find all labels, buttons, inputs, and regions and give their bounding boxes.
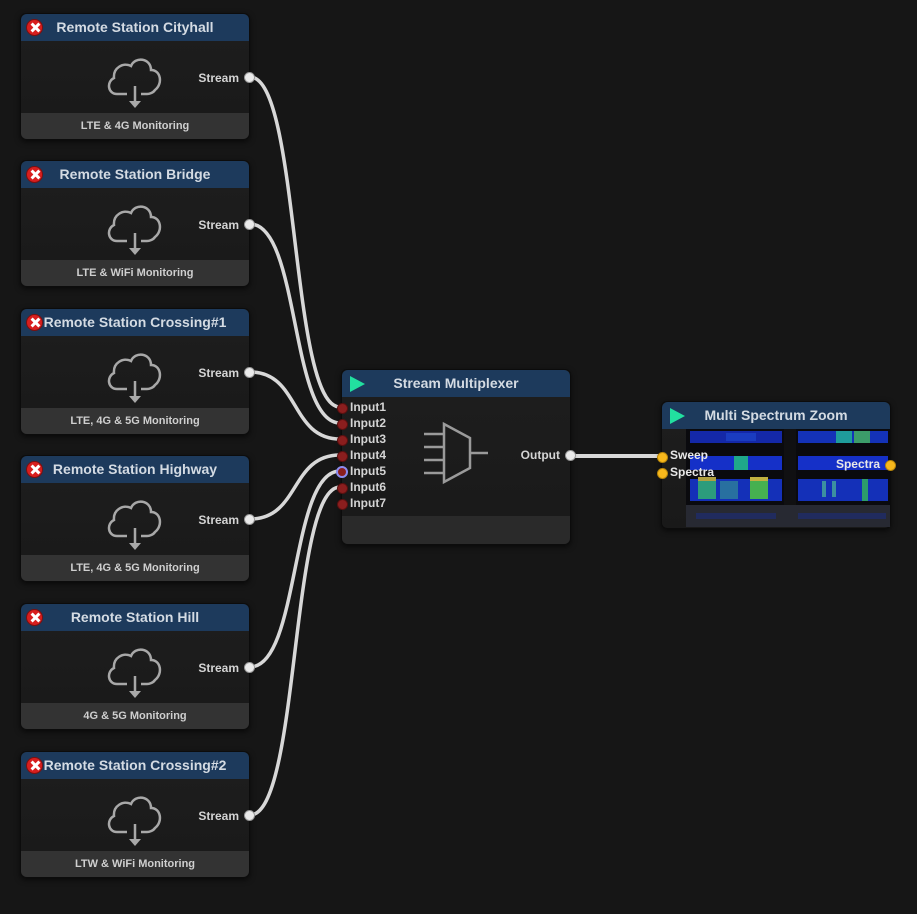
- output-port-stream[interactable]: [244, 367, 255, 378]
- node-title: Remote Station Bridge: [59, 166, 211, 182]
- node-header[interactable]: Remote Station Cityhall: [21, 14, 249, 41]
- input-label-spectra: Spectra: [670, 465, 715, 479]
- close-icon[interactable]: [26, 461, 43, 478]
- station-node-bridge[interactable]: Remote Station Bridge Stream LTE & WiFi …: [20, 160, 255, 287]
- input-port-5[interactable]: [336, 466, 348, 478]
- input-port-spectra[interactable]: [657, 468, 668, 479]
- wire-bridge-input2[interactable]: [249, 222, 341, 425]
- node-title: Remote Station Crossing#2: [43, 757, 227, 773]
- node-title: Remote Station Cityhall: [56, 19, 214, 35]
- input-port-1[interactable]: [337, 403, 348, 414]
- input-label-7: Input7: [350, 496, 386, 510]
- input-label-4: Input4: [350, 448, 386, 462]
- output-label-stream: Stream: [198, 71, 239, 85]
- input-label-1: Input1: [350, 400, 386, 414]
- node-header[interactable]: Multi Spectrum Zoom: [662, 402, 890, 429]
- node-title: Remote Station Highway: [52, 461, 218, 477]
- wire-cityhall-input1[interactable]: [249, 75, 341, 409]
- input-port-4[interactable]: [337, 451, 348, 462]
- node-footer: LTE & 4G Monitoring: [21, 113, 249, 139]
- station-node-hill[interactable]: Remote Station Hill Stream 4G & 5G Monit…: [20, 603, 255, 730]
- output-label-stream: Stream: [198, 661, 239, 675]
- station-node-crossing1[interactable]: Remote Station Crossing#1 Stream LTE, 4G…: [20, 308, 255, 435]
- station-node-crossing2[interactable]: Remote Station Crossing#2 Stream LTW & W…: [20, 751, 255, 878]
- node-footer: [342, 516, 570, 544]
- output-port-stream[interactable]: [244, 72, 255, 83]
- cloud-download-icon: [107, 205, 162, 255]
- node-header[interactable]: Remote Station Bridge: [21, 161, 249, 188]
- node-title: Stream Multiplexer: [393, 375, 519, 391]
- input-label-5: Input5: [350, 464, 386, 478]
- output-port-stream[interactable]: [244, 219, 255, 230]
- cloud-download-icon: [107, 353, 162, 403]
- node-header[interactable]: Remote Station Crossing#1: [21, 309, 249, 336]
- output-label: Output: [520, 448, 560, 462]
- node-footer: LTE, 4G & 5G Monitoring: [21, 408, 249, 434]
- input-port-3[interactable]: [337, 435, 348, 446]
- spectrum-preview-image: [686, 429, 890, 527]
- node-header[interactable]: Remote Station Hill: [21, 604, 249, 631]
- node-header[interactable]: Remote Station Crossing#2: [21, 752, 249, 779]
- output-port[interactable]: [565, 450, 576, 461]
- output-port-stream[interactable]: [244, 810, 255, 821]
- close-icon[interactable]: [26, 609, 43, 626]
- wire-crossing2-input6[interactable]: [249, 485, 341, 817]
- node-title: Multi Spectrum Zoom: [704, 407, 848, 423]
- output-label-stream: Stream: [198, 218, 239, 232]
- node-footer: 4G & 5G Monitoring: [21, 703, 249, 729]
- input-port-7[interactable]: [337, 499, 348, 510]
- wire-highway-input4[interactable]: [249, 453, 341, 521]
- cloud-download-icon: [107, 58, 162, 108]
- output-port-stream[interactable]: [244, 514, 255, 525]
- output-label-stream: Stream: [198, 513, 239, 527]
- node-header[interactable]: Stream Multiplexer: [342, 370, 570, 397]
- close-icon[interactable]: [26, 19, 43, 36]
- output-port-spectra[interactable]: [885, 460, 896, 471]
- play-icon[interactable]: [670, 408, 685, 424]
- output-label-stream: Stream: [198, 366, 239, 380]
- output-label-spectra: Spectra: [835, 457, 880, 471]
- node-title: Remote Station Crossing#1: [43, 314, 227, 330]
- node-footer: LTE & WiFi Monitoring: [21, 260, 249, 286]
- stream-multiplexer-node[interactable]: Stream Multiplexer Input1 Input2 Input3 …: [336, 369, 576, 545]
- close-icon[interactable]: [26, 166, 43, 183]
- output-port-stream[interactable]: [244, 662, 255, 673]
- cloud-download-icon: [107, 796, 162, 846]
- wire-crossing1-input3[interactable]: [249, 370, 341, 441]
- input-label-2: Input2: [350, 416, 386, 430]
- node-footer: LTW & WiFi Monitoring: [21, 851, 249, 877]
- input-label-3: Input3: [350, 432, 386, 446]
- input-label-sweep: Sweep: [670, 448, 709, 462]
- input-port-6[interactable]: [337, 483, 348, 494]
- node-footer: LTE, 4G & 5G Monitoring: [21, 555, 249, 581]
- node-header[interactable]: Remote Station Highway: [21, 456, 249, 483]
- close-icon[interactable]: [26, 314, 43, 331]
- station-node-cityhall[interactable]: Remote Station Cityhall Stream LTE & 4G …: [20, 13, 255, 140]
- input-port-sweep[interactable]: [657, 452, 668, 463]
- multi-spectrum-zoom-node[interactable]: Multi Spectrum Zoom Sweep Spectra Spectr…: [657, 401, 896, 529]
- multiplexer-icon: [424, 421, 488, 485]
- wire-hill-input5[interactable]: [249, 469, 341, 669]
- input-label-6: Input6: [350, 480, 386, 494]
- input-port-2[interactable]: [337, 419, 348, 430]
- node-title: Remote Station Hill: [70, 609, 200, 625]
- cloud-download-icon: [107, 648, 162, 698]
- close-icon[interactable]: [26, 757, 43, 774]
- station-node-highway[interactable]: Remote Station Highway Stream LTE, 4G & …: [20, 455, 255, 582]
- play-icon[interactable]: [350, 376, 365, 392]
- cloud-download-icon: [107, 500, 162, 550]
- output-label-stream: Stream: [198, 809, 239, 823]
